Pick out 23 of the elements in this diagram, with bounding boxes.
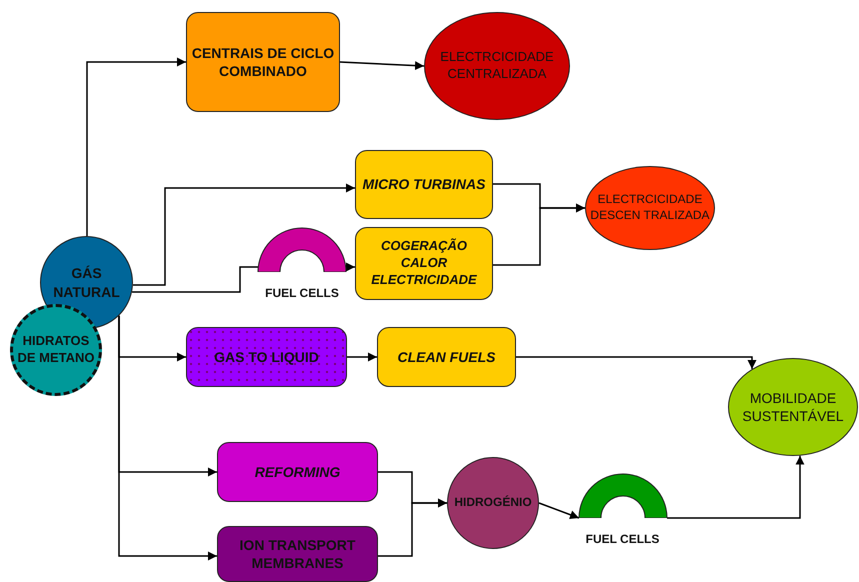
process-box: COGERAÇÃO CALOR ELECTRICIDADE [355,227,493,300]
arrow [378,498,447,557]
output-ellipse: ELECTRCICIDADE CENTRALIZADA [424,12,570,120]
output-ellipse: ELECTRCICIDADE DESCEN TRALIZADA [585,166,715,250]
arrow [538,502,580,520]
process-box: CLEAN FUELS [377,327,516,387]
arrow [346,262,355,272]
arrow [118,316,217,560]
goal-ellipse: MOBILIDADE SUSTENTÁVEL [728,358,858,456]
process-circle: HIDROGÉNIO [447,457,539,549]
arrow [347,352,377,362]
process-box: GAS TO LIQUID [186,327,347,387]
arrow [516,356,756,369]
process-box: ION TRANSPORT MEMBRANES [217,526,378,582]
arrow [340,61,424,70]
process-box: CENTRAIS DE CICLO COMBINADO [186,12,340,112]
arrow [132,184,355,286]
arrow [667,456,804,519]
arrow [493,204,585,266]
process-box: REFORMING [217,442,378,502]
process-circle: HIDRATOS DE METANO [10,304,102,396]
arrow [86,58,186,236]
process-box: MICRO TURBINAS [355,150,493,219]
